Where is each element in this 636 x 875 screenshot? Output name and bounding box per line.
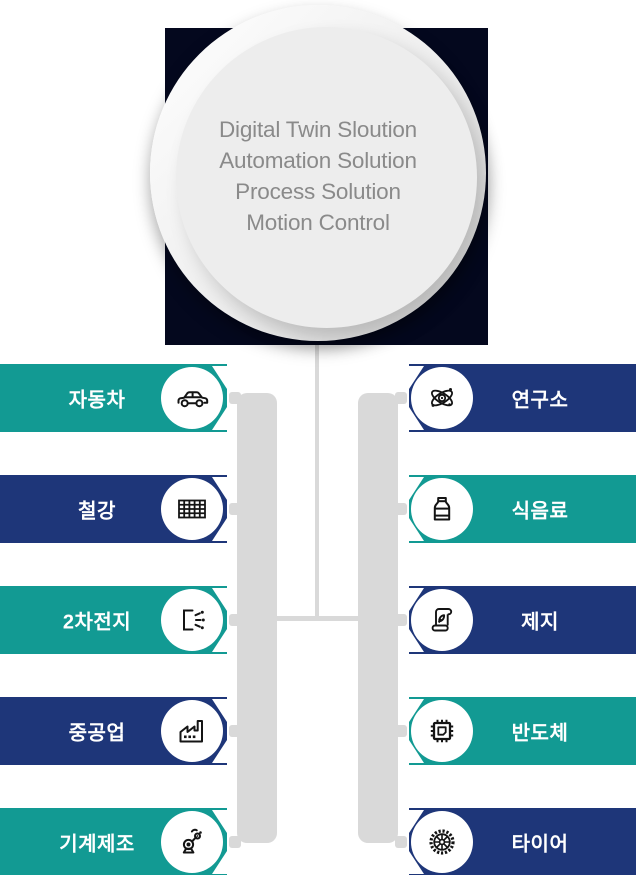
icon-badge [161, 811, 223, 873]
icon-badge [161, 700, 223, 762]
icon-badge [411, 811, 473, 873]
chip-icon [430, 719, 454, 743]
industry-label: 중공업 [68, 722, 126, 745]
factory-icon [179, 720, 203, 743]
industry-bar-right-3: 반도체 [409, 697, 636, 765]
connector-stem [315, 345, 319, 620]
industry-bar-left-0: 자동차 [0, 364, 227, 432]
solution-circle-inner [176, 27, 477, 328]
connector-crossbar [272, 616, 364, 621]
connector-column-left [237, 393, 277, 843]
icon-badge [161, 589, 223, 651]
connector-nub [229, 725, 241, 737]
connector-nub [395, 503, 407, 515]
tire-icon [429, 829, 455, 855]
industry-bar-right-4: 타이어 [409, 808, 636, 875]
connector-nub [395, 392, 407, 404]
steel-grid-icon [178, 499, 206, 519]
paper-icon [431, 608, 453, 632]
solution-line: Automation Solution [219, 148, 417, 173]
connector-nub [229, 614, 241, 626]
icon-badge [161, 367, 223, 429]
industry-label: 타이어 [511, 833, 569, 856]
solution-line: Motion Control [246, 210, 390, 235]
connector-nub [229, 503, 241, 515]
industry-label: 식음료 [511, 500, 569, 523]
industry-label: 제지 [521, 611, 559, 634]
connector-nub [229, 392, 241, 404]
connector-nub [395, 836, 407, 848]
industry-label: 연구소 [511, 389, 569, 412]
icon-badge [411, 367, 473, 429]
solution-line: Digital Twin Sloution [219, 117, 417, 142]
solution-line: Process Solution [235, 179, 401, 204]
industry-bar-right-0: 연구소 [409, 364, 636, 432]
industry-label: 기계제조 [59, 833, 135, 856]
industry-bar-left-4: 기계제조 [0, 808, 227, 875]
atom-icon [431, 388, 453, 407]
industry-label: 반도체 [511, 722, 569, 745]
industry-label: 2차전지 [62, 611, 132, 634]
solution-circle: Digital Twin Sloution Automation Solutio… [150, 5, 486, 341]
connector-nub [395, 725, 407, 737]
industry-bar-left-3: 중공업 [0, 697, 227, 765]
industry-bar-right-2: 제지 [409, 586, 636, 654]
industry-bar-left-1: 철강 [0, 475, 227, 543]
bottle-icon [433, 497, 451, 521]
solution-list: Digital Twin Sloution Automation Solutio… [150, 5, 486, 341]
car-icon [177, 391, 209, 408]
industry-label: 철강 [78, 500, 116, 523]
icon-badge [411, 478, 473, 540]
industry-bar-left-2: 2차전지 [0, 586, 227, 654]
robot-arm-icon [182, 828, 202, 854]
connector-nub [229, 836, 241, 848]
industry-bar-right-1: 식음료 [409, 475, 636, 543]
industry-label: 자동차 [68, 389, 126, 412]
battery-icon [183, 609, 205, 631]
icon-badge [161, 478, 223, 540]
icon-badge [411, 589, 473, 651]
icon-badge [411, 700, 473, 762]
connector-column-right [358, 393, 398, 843]
connector-nub [395, 614, 407, 626]
